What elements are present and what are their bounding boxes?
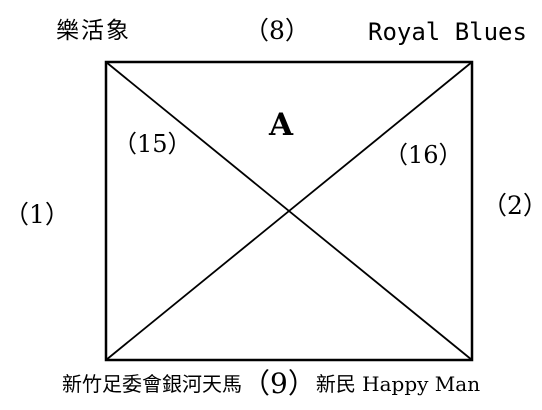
team-number-top: （8） <box>244 16 310 45</box>
team-label-bottom-right: 新民 Happy Man <box>315 372 481 396</box>
team-label-top-left: 樂活象 <box>56 18 131 44</box>
diagonal-line-top-right-to-bottom-left <box>105 61 473 361</box>
team-label-top-right: Royal Blues <box>368 18 527 46</box>
group-label: A <box>269 107 294 143</box>
match-number-left: （15） <box>113 130 192 158</box>
team-number-bottom: （9） <box>242 367 316 400</box>
team-number-left: （1） <box>4 200 70 229</box>
match-number-right: （16） <box>384 141 463 169</box>
team-number-right: （2） <box>482 191 542 220</box>
bracket-box <box>104 60 474 362</box>
bottom-caption: 新竹足委會銀河天馬（9）新民 Happy Man <box>62 368 481 398</box>
team-label-bottom-left: 新竹足委會銀河天馬 <box>62 372 242 396</box>
